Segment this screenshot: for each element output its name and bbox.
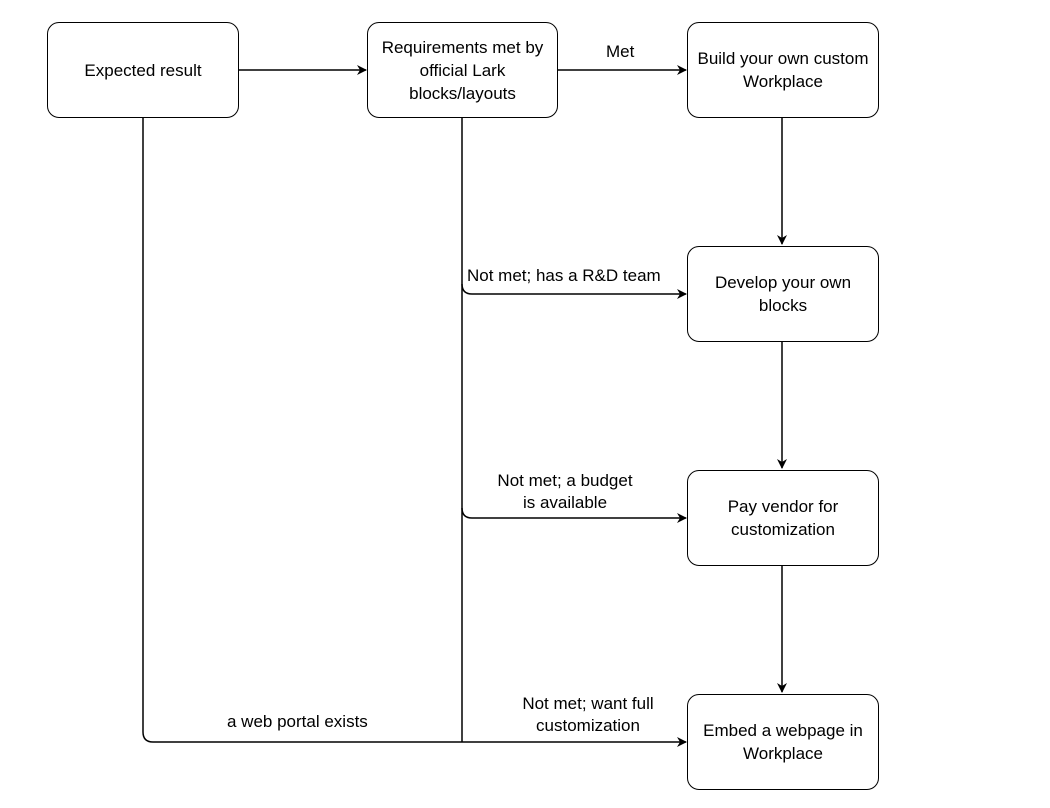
- label-web-portal: a web portal exists: [227, 711, 368, 733]
- edge-requirements-to-pay: [461, 507, 687, 523]
- label-not-met-budget-line1: Not met; a budget: [490, 470, 640, 492]
- node-pay-vendor: Pay vendor for customization: [687, 470, 879, 566]
- edge-requirements-to-develop: [461, 283, 687, 299]
- label-not-met-rd: Not met; has a R&D team: [467, 265, 661, 287]
- label-not-met-budget: Not met; a budget is available: [490, 470, 640, 514]
- label-not-met-full-line2: customization: [508, 715, 668, 737]
- label-not-met-full: Not met; want full customization: [508, 693, 668, 737]
- node-build-workplace: Build your own custom Workplace: [687, 22, 879, 118]
- node-requirements: Requirements met by official Lark blocks…: [367, 22, 558, 118]
- edge-expected-to-embed: [142, 118, 687, 747]
- node-expected-result: Expected result: [47, 22, 239, 118]
- label-not-met-budget-line2: is available: [490, 492, 640, 514]
- node-embed-webpage: Embed a webpage in Workplace: [687, 694, 879, 790]
- label-not-met-full-line1: Not met; want full: [508, 693, 668, 715]
- label-met: Met: [606, 41, 635, 63]
- node-develop-blocks: Develop your own blocks: [687, 246, 879, 342]
